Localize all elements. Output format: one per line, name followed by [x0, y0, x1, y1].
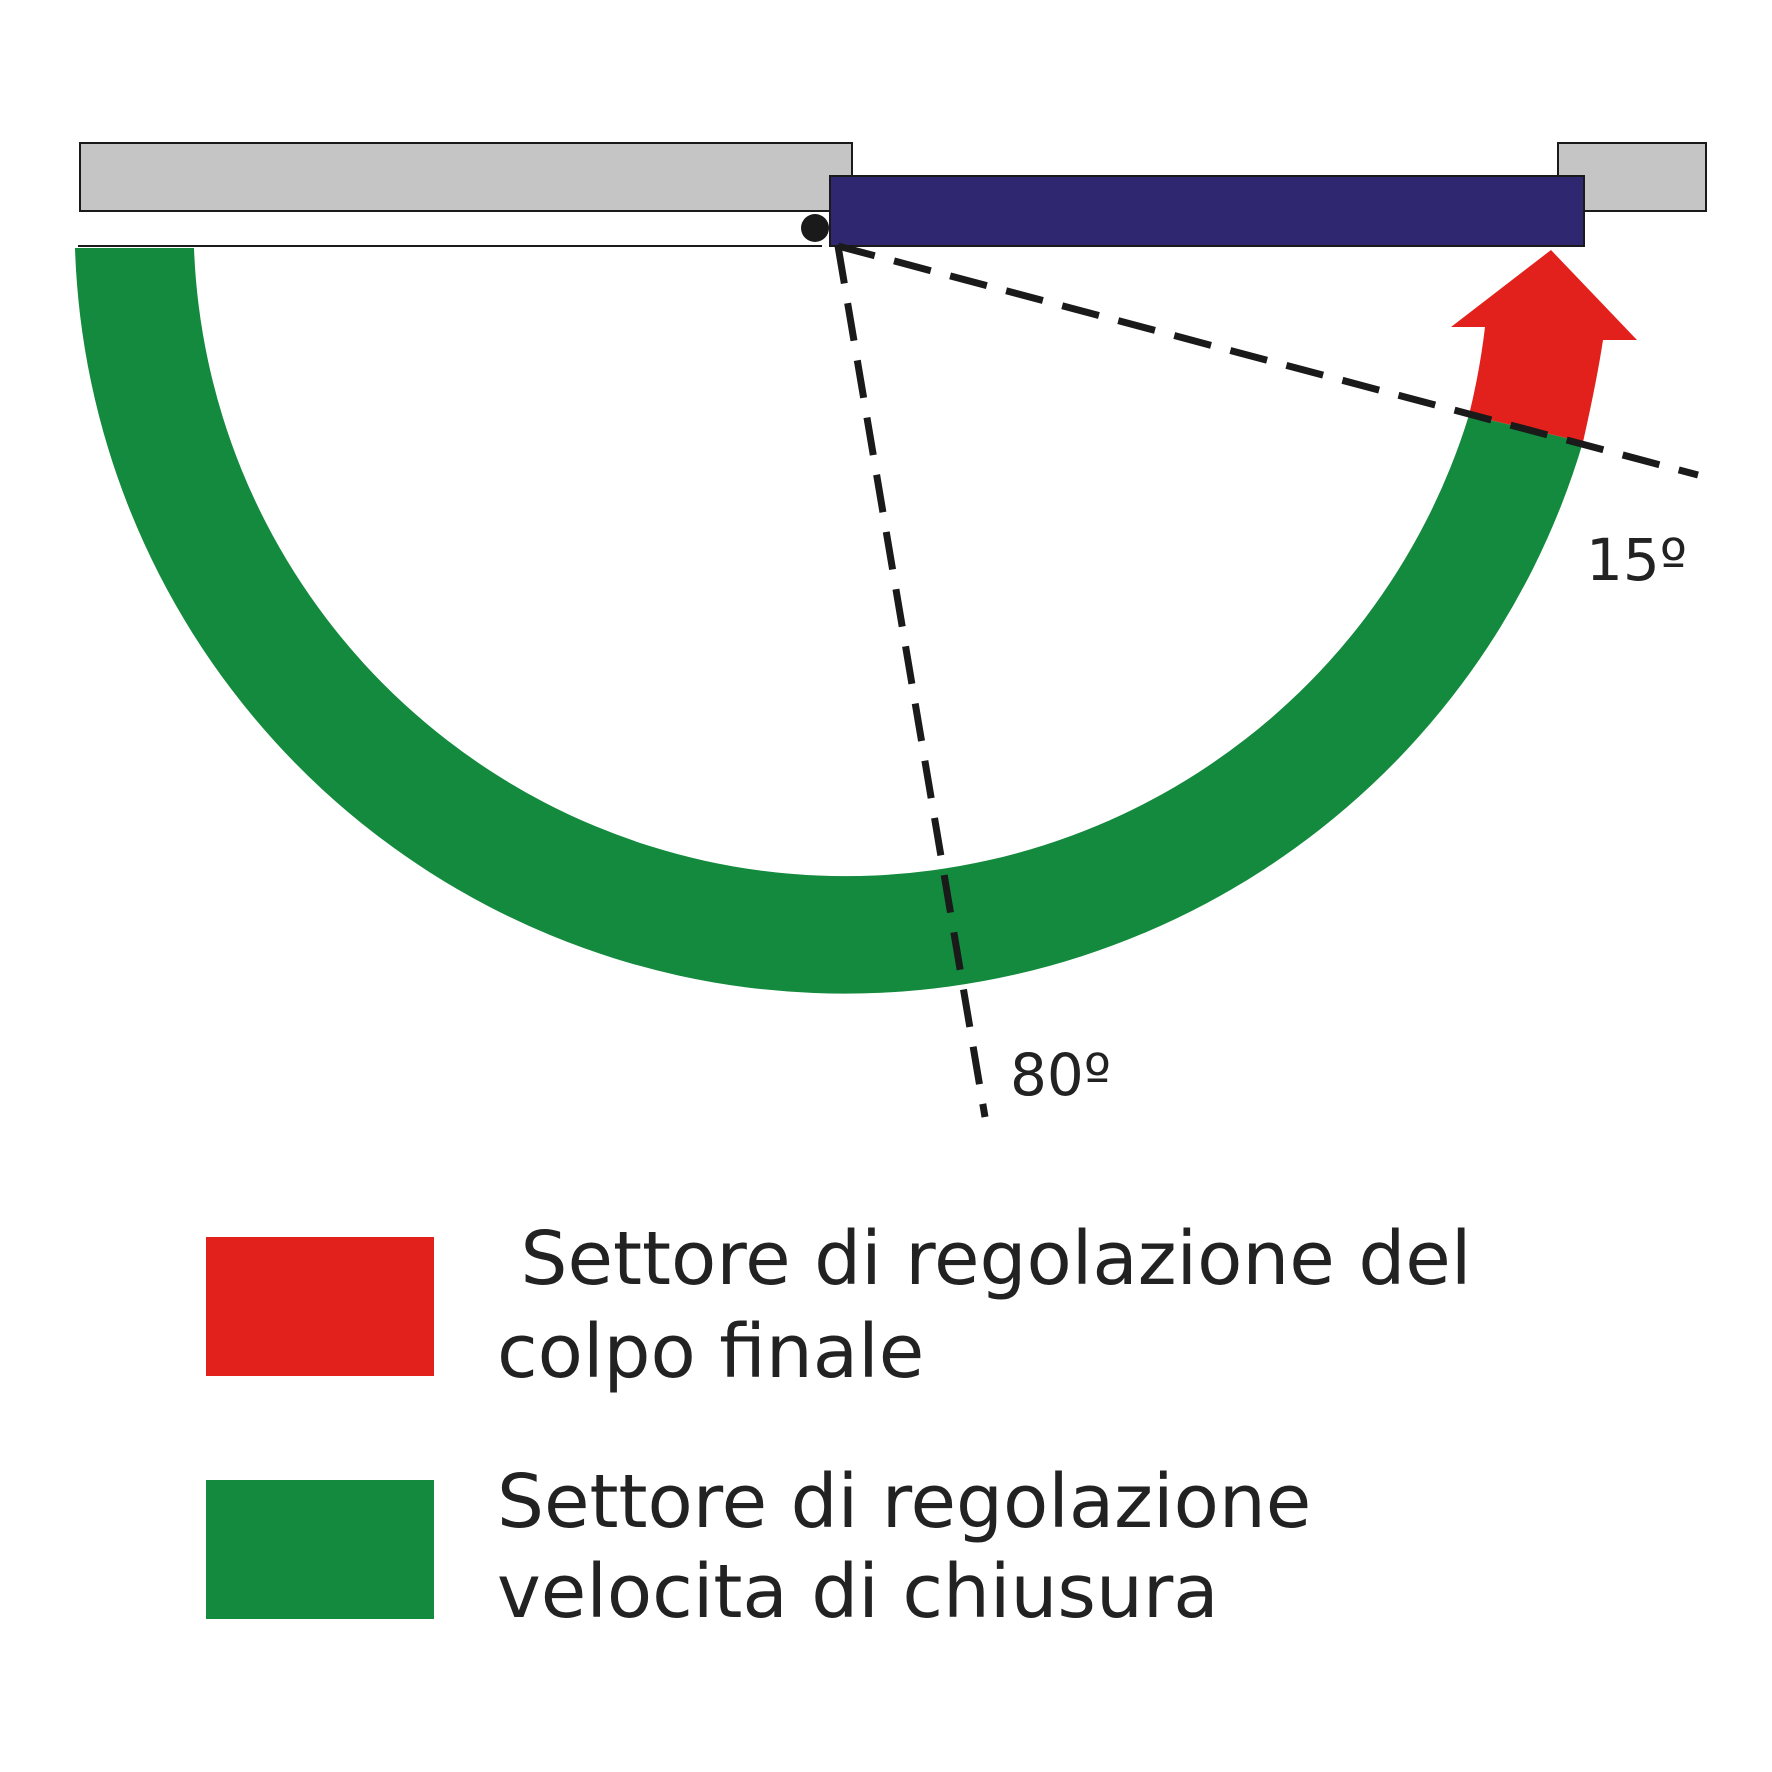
- hinge-icon: [801, 214, 829, 242]
- wall-left: [79, 142, 853, 212]
- legend-swatch-closing-speed: [206, 1480, 434, 1619]
- door-leaf: [829, 175, 1585, 247]
- legend-swatch-final-stroke: [206, 1237, 434, 1376]
- legend-closing-speed-line2: velocita di chiusura: [497, 1549, 1219, 1635]
- legend-final-stroke-line2: colpo finale: [497, 1309, 924, 1395]
- final-stroke-arrow: [1451, 250, 1637, 442]
- angle-label-15: 15º: [1586, 526, 1687, 594]
- angle-label-80: 80º: [1010, 1041, 1111, 1109]
- legend-final-stroke-line1: Settore di regolazione del: [497, 1216, 1471, 1302]
- legend-closing-speed-line1: Settore di regolazione: [497, 1459, 1311, 1545]
- closing-speed-sector: [75, 248, 1583, 994]
- dashed-line-80-degrees: [834, 245, 989, 1118]
- dashed-line-15-degrees: [837, 242, 1699, 479]
